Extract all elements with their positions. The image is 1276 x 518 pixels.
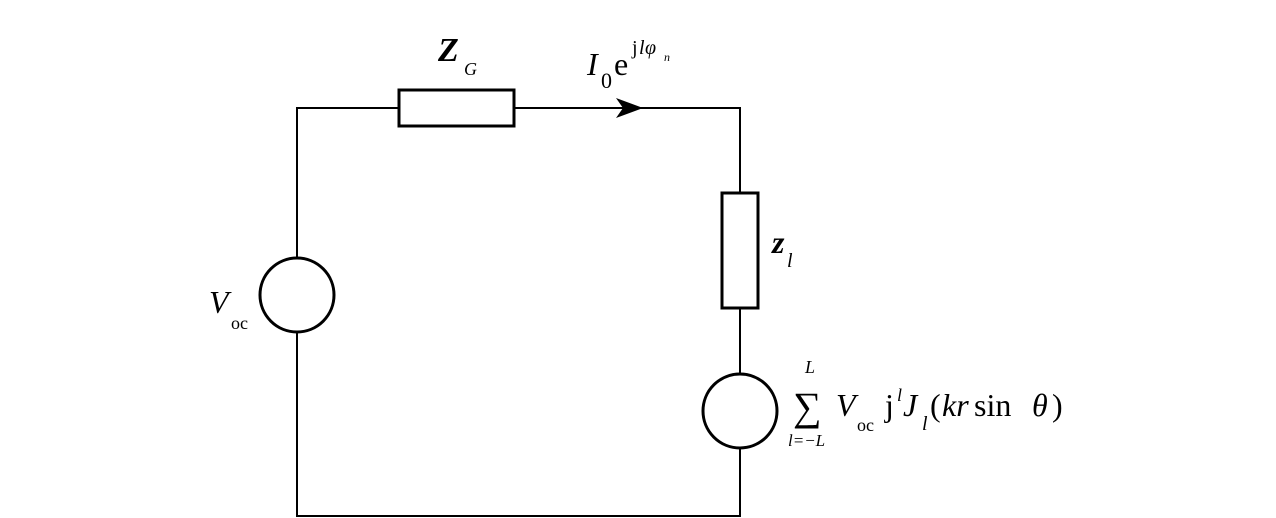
current-label: I 0 e j l φ n — [586, 37, 670, 93]
series-v-symbol: V — [836, 387, 859, 423]
wire-bottom — [296, 332, 741, 517]
series-bessel: J — [903, 387, 919, 423]
circuit-wires — [296, 107, 741, 517]
current-exp-phi-subscript: n — [664, 50, 670, 64]
source-impedance-symbol: Z — [437, 32, 459, 69]
series-argument-close: ) — [1052, 387, 1063, 423]
series-v-subscript: oc — [857, 415, 874, 435]
current-exp-l: l — [639, 37, 645, 59]
wire-left-top — [296, 107, 399, 258]
sum-lower-limit: l=−L — [788, 431, 825, 450]
series-source-label: L ∑ l=−L V oc j l J l ( kr sin θ ) — [788, 357, 1063, 450]
load-impedance-subscript: l — [787, 250, 793, 272]
source-impedance-label: Z G — [437, 32, 477, 79]
current-exp-j: j — [631, 37, 638, 59]
load-impedance-symbol: z — [771, 224, 785, 260]
current-exp-base: e — [614, 46, 628, 82]
series-argument-kr: kr — [942, 387, 969, 423]
current-symbol: I — [586, 46, 599, 82]
load-impedance-label: z l — [771, 224, 793, 272]
series-argument-theta: θ — [1032, 387, 1048, 423]
open-circuit-voltage-label: V oc — [209, 284, 248, 333]
load-impedance-resistor — [720, 191, 760, 310]
open-circuit-voltage-source — [258, 256, 336, 334]
series-argument-sin: sin — [974, 387, 1011, 423]
sum-symbol: ∑ — [793, 384, 822, 429]
series-bessel-subscript: l — [922, 413, 928, 435]
series-argument-open: ( — [930, 387, 941, 423]
current-arrow — [616, 98, 643, 118]
source-impedance-resistor — [397, 88, 516, 128]
current-exp-phi: φ — [645, 37, 656, 59]
current-subscript: 0 — [601, 68, 612, 93]
source-impedance-subscript: G — [464, 59, 477, 79]
wire-top-right — [514, 107, 741, 193]
series-voltage-source — [701, 372, 779, 450]
series-j: j — [884, 387, 894, 423]
open-circuit-voltage-subscript: oc — [231, 313, 248, 333]
series-j-superscript: l — [897, 385, 902, 405]
sum-upper-limit: L — [804, 357, 815, 377]
open-circuit-voltage-symbol: V — [209, 284, 232, 320]
